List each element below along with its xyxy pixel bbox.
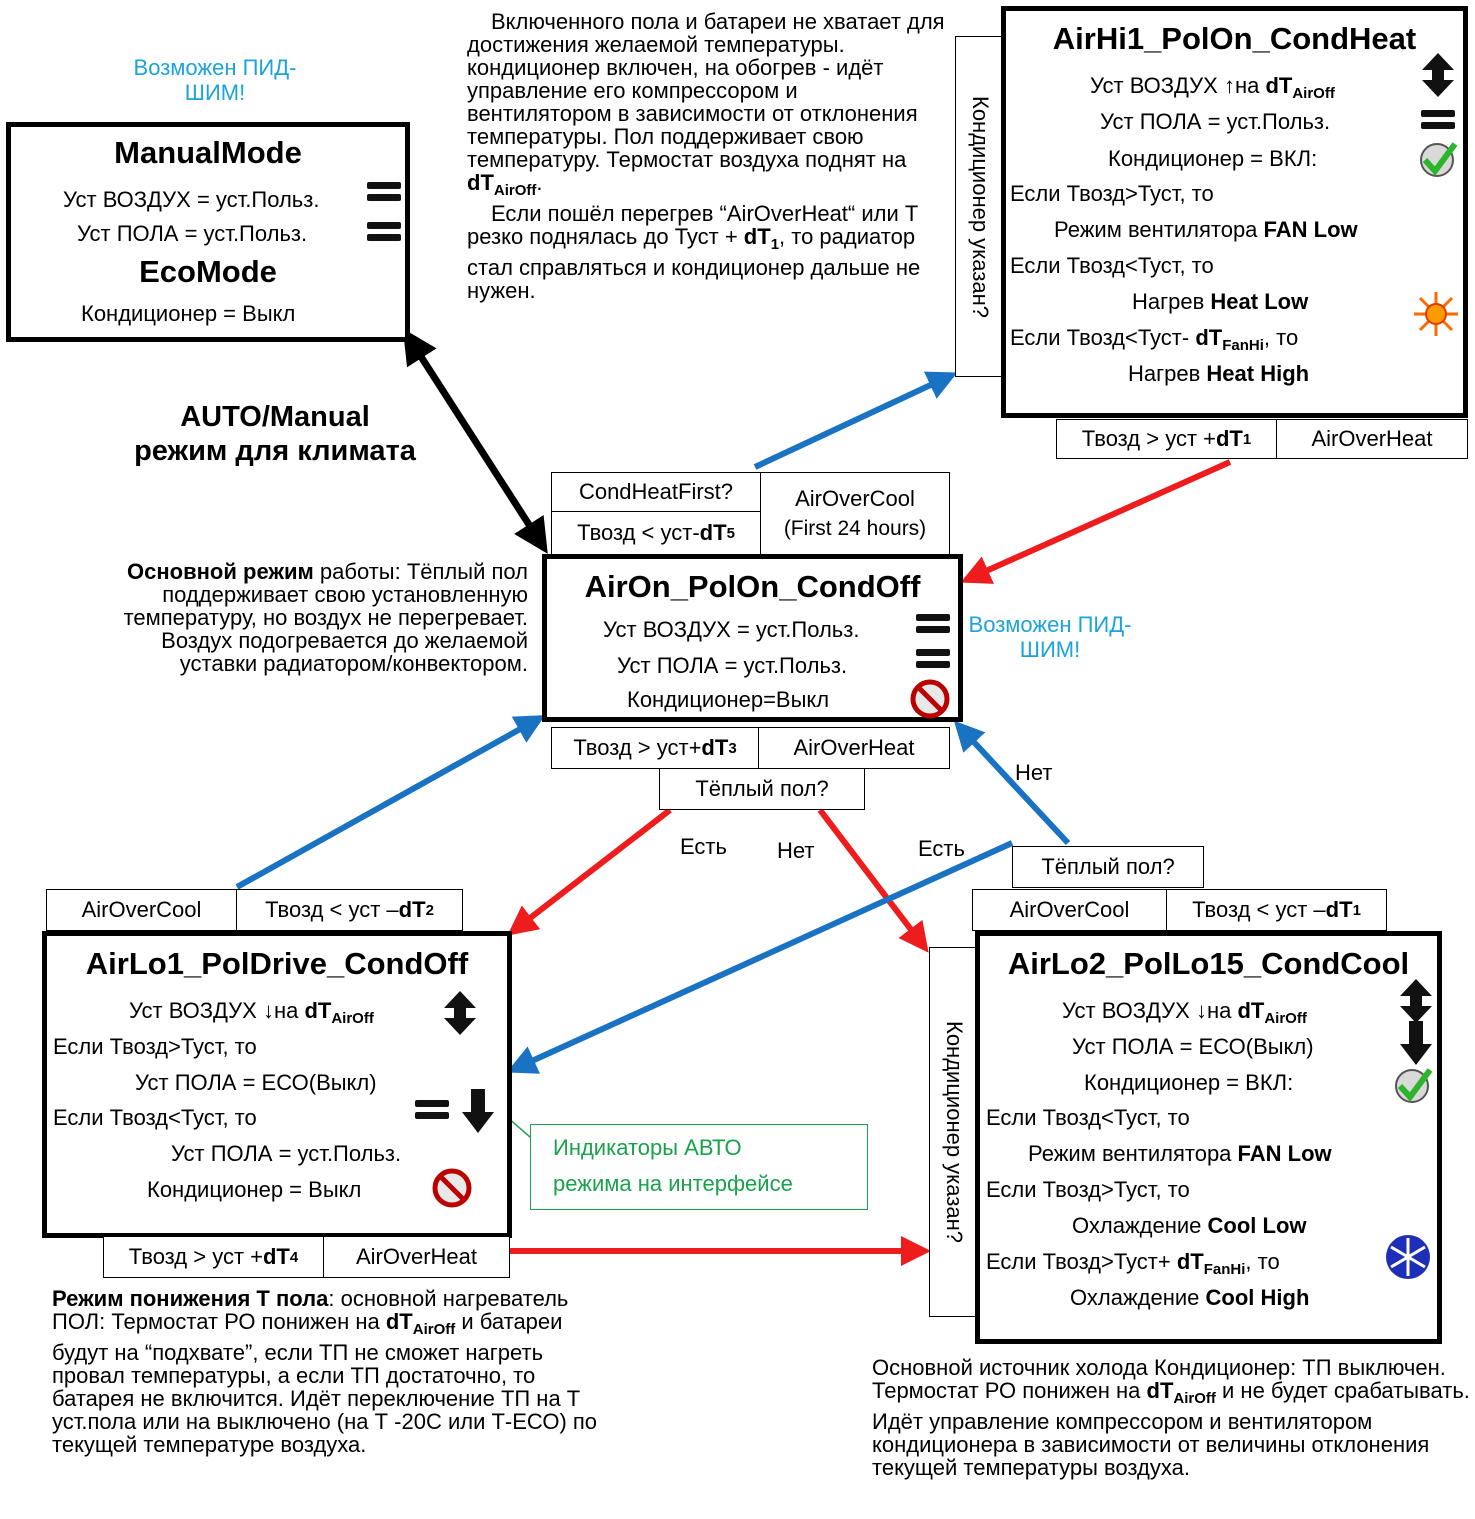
airlo2-box[interactable]: AirLo2_PolLo15_CondCool Уст ВОЗДУХ ↓на d… bbox=[975, 931, 1442, 1344]
main-mode-description: Основной режим работы: Тёплый пол поддер… bbox=[123, 559, 528, 676]
auto-manual-label: AUTO/Manual режим для климата bbox=[134, 401, 416, 467]
airhi-cond2: Если Твозд<Туст, то bbox=[1010, 253, 1214, 278]
airon-ac-line: Кондиционер=Выкл bbox=[627, 687, 830, 712]
airlo1-air-line: Уст ВОЗДУХ ↓на dTAirOff bbox=[129, 998, 374, 1027]
edge-label-net-right: Нет bbox=[1015, 760, 1053, 785]
airlo2-ac-question[interactable]: Кондиционер указан? bbox=[929, 947, 979, 1317]
airhi-box[interactable]: AirHi1_PolOn_CondHeat Уст ВОЗДУХ ↑на dTA… bbox=[1001, 6, 1468, 418]
airhi-cond-overheat: AirOverHeat bbox=[1276, 419, 1468, 459]
updown-arrow-icon bbox=[1398, 978, 1434, 1029]
pid-note-mid: Возможен ПИД-ШИМ! bbox=[968, 612, 1132, 662]
updown-arrow-icon bbox=[1420, 52, 1456, 103]
airon-floor-line: Уст ПОЛА = уст.Польз. bbox=[617, 653, 848, 678]
airhi-heat-high: Нагрев Heat High bbox=[1128, 361, 1310, 386]
airhi-ac-question[interactable]: Кондиционер указан? bbox=[955, 36, 1005, 377]
airlo2-air-line: Уст ВОЗДУХ ↓на dTAirOff bbox=[1062, 998, 1307, 1027]
airlo1-floor-eco: Уст ПОЛА = ЕСО(Выкл) bbox=[135, 1070, 377, 1095]
airlo2-fan-low: Режим вентилятора FAN Low bbox=[1028, 1141, 1332, 1166]
airhi-cond1: Если Твозд>Туст, то bbox=[1010, 181, 1214, 206]
airlo1-overcool: AirOverCool bbox=[46, 889, 237, 931]
airhi-fan-low: Режим вентилятора FAN Low bbox=[1054, 217, 1358, 242]
airlo1-floor-user: Уст ПОЛА = уст.Польз. bbox=[171, 1141, 402, 1166]
edge-label-est-left: Есть bbox=[680, 834, 727, 859]
airhi-ac-line: Кондиционер = ВКЛ: bbox=[1108, 146, 1318, 171]
cool-mode-description: Основной источник холода Кондиционер: ТП… bbox=[872, 1355, 1470, 1480]
indicator-note-box: Индикаторы АВТО режима на интерфейсе bbox=[530, 1124, 868, 1210]
snowflake-icon bbox=[1383, 1232, 1433, 1287]
airon-air-line: Уст ВОЗДУХ = уст.Польз. bbox=[603, 617, 860, 642]
ac-on-check-icon bbox=[1392, 1064, 1434, 1111]
top-description: Включенного пола и батареи не хватает дл… bbox=[467, 9, 945, 303]
airlo2-warm-floor-question[interactable]: Тёплый пол? bbox=[1012, 846, 1204, 888]
updown-arrow-icon bbox=[442, 990, 478, 1041]
airon-overheat: AirOverHeat bbox=[758, 727, 950, 769]
equals-icon bbox=[414, 1098, 450, 1127]
equals-icon bbox=[1420, 108, 1456, 137]
airon-overcool: AirOverCool(First 24 hours) bbox=[760, 472, 950, 555]
airlo1-title: AirLo1_PolDrive_CondOff bbox=[85, 946, 469, 981]
airhi-heat-low: Нагрев Heat Low bbox=[1132, 289, 1309, 314]
equals-icon bbox=[915, 612, 951, 641]
airhi-floor-line: Уст ПОЛА = уст.Польз. bbox=[1100, 109, 1331, 134]
airhi-air-line: Уст ВОЗДУХ ↑на dTAirOff bbox=[1090, 73, 1335, 102]
low-mode-description: Режим понижения Т пола: основной нагрева… bbox=[52, 1286, 598, 1457]
airlo1-cond1: Если Твозд>Туст, то bbox=[53, 1034, 257, 1059]
arrow-airon-to-airlo1 bbox=[507, 807, 672, 936]
airlo2-cond1: Если Твозд<Туст, то bbox=[986, 1105, 1190, 1130]
edge-label-est-right: Есть bbox=[918, 836, 965, 861]
airlo2-floor-line: Уст ПОЛА = ЕСО(Выкл) bbox=[1072, 1034, 1314, 1059]
equals-icon bbox=[366, 220, 402, 249]
arrow-airon-to-airhi bbox=[753, 371, 958, 470]
arrow-airlo2-to-airlo1 bbox=[506, 840, 1014, 1074]
airon-warm-floor-question[interactable]: Тёплый пол? bbox=[659, 768, 865, 810]
airhi-cond3: Если Твозд<Туст- dTFanHi, то bbox=[1010, 325, 1299, 354]
manual-mode-box[interactable]: ManualMode Уст ВОЗДУХ = уст.Польз. Уст П… bbox=[6, 122, 410, 342]
manual-ac-line: Кондиционер = Выкл bbox=[81, 301, 296, 326]
arrow-manual-auto bbox=[402, 328, 548, 554]
airlo1-box[interactable]: AirLo1_PolDrive_CondOff Уст ВОЗДУХ ↓на d… bbox=[42, 931, 512, 1238]
ac-off-icon bbox=[910, 679, 950, 724]
airon-box[interactable]: AirOn_PolOn_CondOff Уст ВОЗДУХ = уст.Пол… bbox=[542, 554, 963, 722]
airlo1-ac-line: Кондиционер = Выкл bbox=[147, 1177, 362, 1202]
ac-on-check-icon bbox=[1417, 138, 1459, 185]
airlo2-cond2: Если Твозд>Туст, то bbox=[986, 1177, 1190, 1202]
pid-note-top: Возможен ПИД-ШИМ! bbox=[133, 55, 297, 105]
down-arrow-icon bbox=[460, 1088, 496, 1139]
sun-icon bbox=[1412, 290, 1460, 343]
airlo2-overcool: AirOverCool bbox=[972, 889, 1167, 931]
manual-air-line: Уст ВОЗДУХ = уст.Польз. bbox=[63, 187, 320, 212]
airlo1-cond2: Если Твозд<Туст, то bbox=[53, 1105, 257, 1130]
equals-icon bbox=[366, 180, 402, 209]
arrow-airon-to-airlo2 bbox=[817, 808, 929, 953]
eco-mode-title: EcoMode bbox=[139, 254, 277, 289]
airlo2-cool-high: Охлаждение Cool High bbox=[1070, 1285, 1310, 1310]
manual-mode-title: ManualMode bbox=[114, 135, 302, 170]
down-arrow-icon bbox=[1398, 1020, 1434, 1071]
equals-icon bbox=[915, 647, 951, 676]
arrow-airlo1-to-airon bbox=[235, 715, 546, 890]
airlo1-overheat: AirOverHeat bbox=[323, 1236, 510, 1278]
airlo2-cool-low: Охлаждение Cool Low bbox=[1072, 1213, 1307, 1238]
arrow-airhi-to-airon bbox=[960, 459, 1232, 584]
airlo2-cond3: Если Твозд>Туст+ dTFanHi, то bbox=[986, 1249, 1280, 1278]
ac-off-icon bbox=[432, 1168, 472, 1213]
edge-label-net-center: Нет bbox=[777, 838, 815, 863]
manual-floor-line: Уст ПОЛА = уст.Польз. bbox=[77, 221, 308, 246]
airon-condheatfirst: CondHeatFirst? bbox=[551, 472, 761, 512]
airlo2-ac-line: Кондиционер = ВКЛ: bbox=[1084, 1070, 1294, 1095]
airhi-title: AirHi1_PolOn_CondHeat bbox=[1052, 21, 1417, 56]
airon-title: AirOn_PolOn_CondOff bbox=[584, 569, 921, 604]
airlo2-title: AirLo2_PolLo15_CondCool bbox=[1007, 946, 1410, 981]
arrow-airlo2-to-airon bbox=[953, 720, 1071, 846]
